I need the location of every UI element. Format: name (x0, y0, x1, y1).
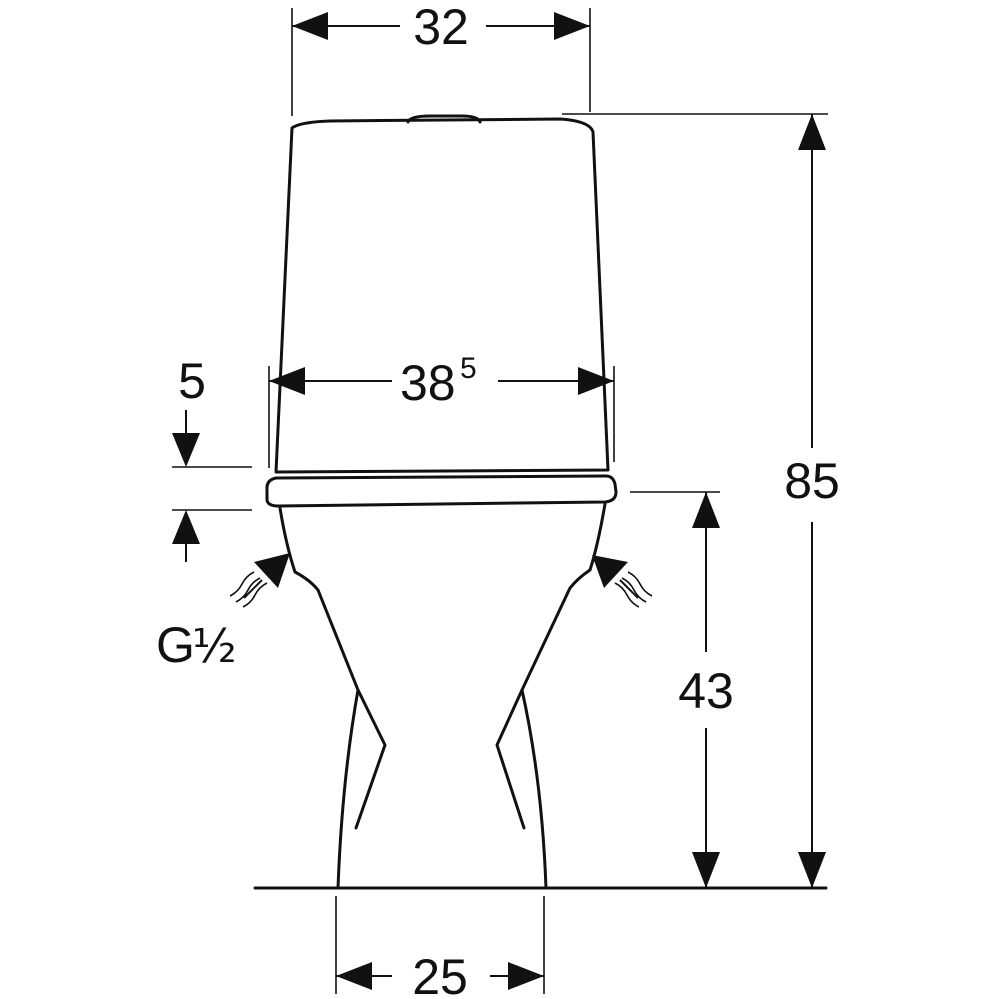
thread-label-fraction: ½ (192, 619, 237, 673)
pedestal-inner-left (354, 688, 387, 830)
dimension-seat-thickness: 5 (172, 353, 252, 562)
dimension-total-height: 85 (562, 113, 840, 888)
dimension-label-total-height: 85 (784, 453, 840, 509)
dimension-cistern-width: 32 (291, 0, 591, 116)
water-connection-right (592, 555, 653, 608)
pedestal-inner-right (495, 688, 526, 830)
thread-label-main: G (156, 617, 195, 673)
toilet-outline (253, 114, 828, 890)
dimension-label-seat-width-sup: 5 (460, 352, 477, 385)
thread-label: G ½ (156, 617, 237, 673)
seat (265, 474, 618, 508)
dimension-label-seat-thickness: 5 (178, 353, 206, 409)
dimension-label-seat-height: 43 (678, 663, 734, 719)
dimension-label-cistern-width: 32 (413, 0, 469, 55)
dimension-label-base-width: 25 (412, 949, 468, 999)
dimension-label-seat-width: 38 (400, 355, 456, 411)
flush-button (406, 114, 482, 124)
cistern (274, 117, 610, 474)
bowl (278, 506, 360, 890)
dimension-base-width: 25 (335, 896, 545, 999)
dimension-seat-height: 43 (630, 491, 734, 888)
dimension-seat-width: 38 5 (268, 352, 615, 468)
water-connection-left (229, 553, 290, 608)
